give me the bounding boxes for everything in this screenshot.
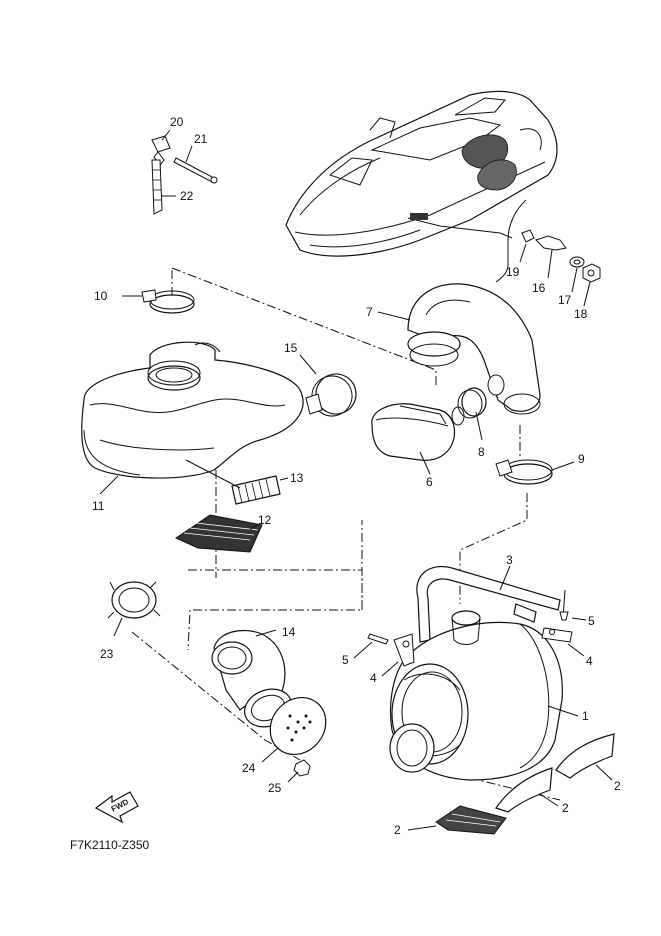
callout-18: 18 [574,307,588,321]
callout-7: 7 [366,305,373,319]
part-code: F7K2110-Z350 [70,838,150,852]
callout-25: 25 [268,781,282,795]
callout-8: 8 [478,445,485,459]
part-24-screen-disc [261,696,327,763]
callout-15: 15 [284,341,298,355]
part-13-screen [185,459,289,505]
callout-2a: 2 [614,779,621,793]
part-2-mats [407,733,615,835]
part-10-clamp [122,289,195,314]
callout-2b: 2 [562,801,569,815]
callout-5a: 5 [588,614,595,628]
callout-5b: 5 [342,653,349,667]
clip-band-parts [151,129,218,215]
part-15-clamp [299,354,357,417]
callout-21: 21 [194,132,208,146]
watercraft-overview [285,90,558,283]
callout-22: 22 [180,189,194,203]
part-4-5-brackets [353,589,587,677]
callout-11: 11 [92,499,105,513]
callout-20: 20 [170,115,184,129]
callout-6: 6 [426,475,433,489]
callout-23: 23 [100,647,114,661]
part-7-elbow-duct [377,283,541,415]
callout-10: 10 [94,289,108,303]
fwd-arrow-icon: FWD [94,791,139,824]
fitting-parts [519,229,601,307]
part-1-airbox [389,610,579,781]
callout-3: 3 [506,553,513,567]
callout-2c: 2 [394,823,401,837]
callout-14: 14 [282,625,296,639]
callout-9: 9 [578,452,585,466]
part-11-tank [81,341,304,495]
part-9-clamp [495,459,575,485]
callout-16: 16 [532,281,546,295]
part-8-clamp [457,387,487,441]
part-25-nut [287,759,311,783]
part-23-ring [107,581,161,637]
callout-19: 19 [506,265,520,279]
callout-12: 12 [258,513,272,527]
part-6-box [371,403,465,475]
callout-13: 13 [290,471,304,485]
callout-numbers: 1 2 2 2 2 3 4 4 5 5 6 7 8 9 10 11 12 13 … [92,115,621,837]
callout-4a: 4 [586,654,593,668]
callout-17: 17 [558,293,572,307]
part-12-filter-mat [174,514,263,553]
callout-1: 1 [582,709,589,723]
part-3-strap [416,565,561,643]
callout-4b: 4 [370,671,377,685]
callout-24: 24 [242,761,256,775]
